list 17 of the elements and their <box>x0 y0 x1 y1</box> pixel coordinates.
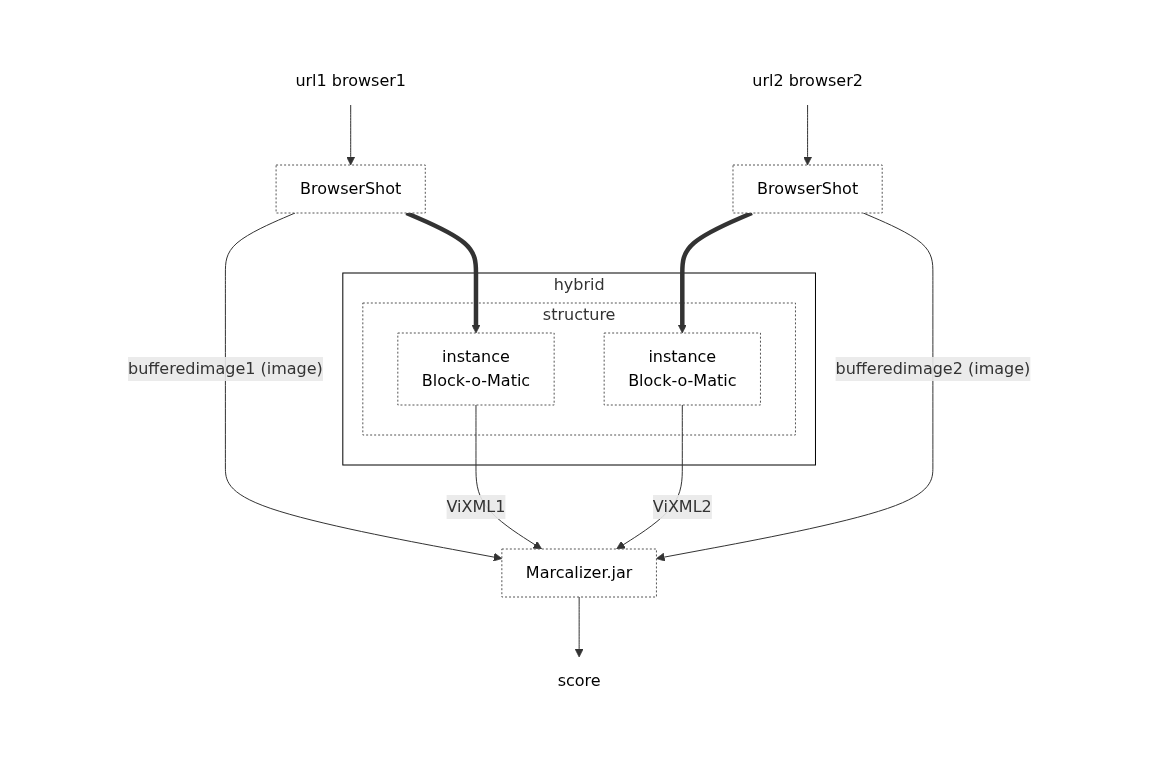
node-text: score <box>558 670 601 690</box>
edge-label: bufferedimage2 (image) <box>835 358 1031 378</box>
node-box: instance Block-o-Matic <box>397 332 555 405</box>
node-text: url1 browser1 <box>295 70 407 90</box>
arrow <box>803 104 813 165</box>
arrow <box>575 596 584 657</box>
node-box: BrowserShot <box>732 164 884 213</box>
node-box: BrowserShot <box>275 164 427 213</box>
edge-label: ViXML2 <box>653 496 713 516</box>
edge-label: ViXML1 <box>446 496 506 516</box>
arrow <box>346 104 356 165</box>
node-text: url2 browser2 <box>752 70 864 90</box>
edge-label: bufferedimage1 (image) <box>128 358 324 378</box>
node-box: Marcalizer.jar <box>501 548 658 597</box>
arrow <box>656 212 934 561</box>
arrow <box>225 212 503 561</box>
node-box: instance Block-o-Matic <box>604 332 762 405</box>
